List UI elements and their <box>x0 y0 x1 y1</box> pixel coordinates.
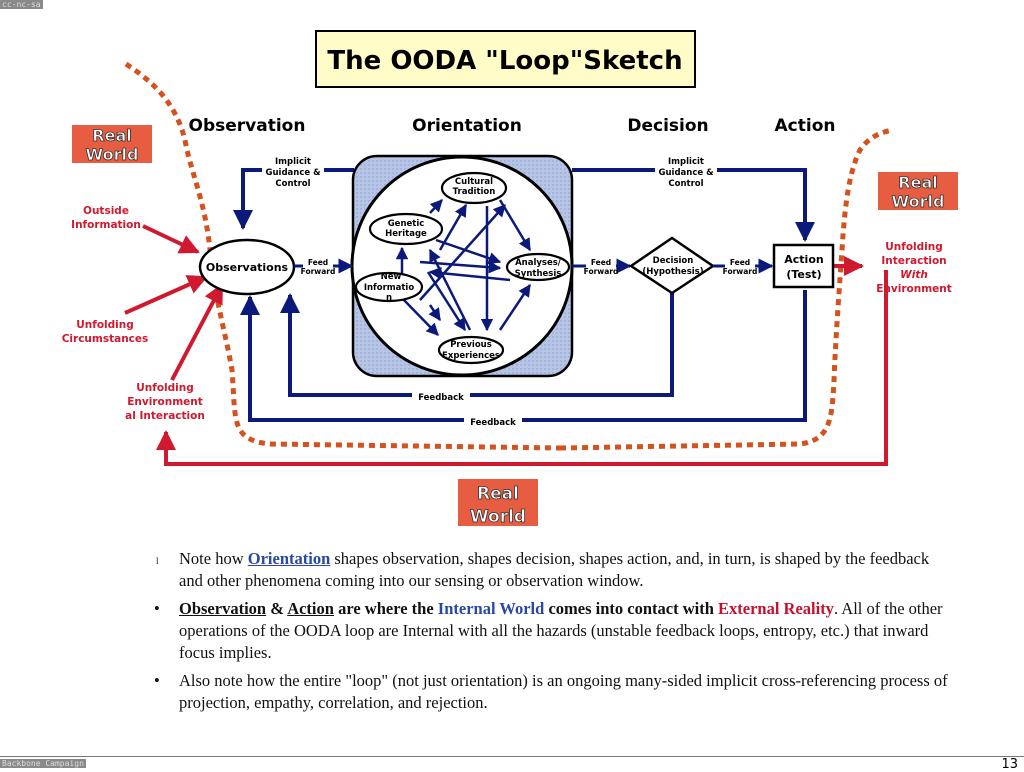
svg-text:Environment: Environment <box>876 283 952 295</box>
svg-text:Unfolding: Unfolding <box>136 382 194 394</box>
outside-information-label: Outside Information <box>71 205 141 231</box>
svg-text:Real: Real <box>92 126 131 145</box>
ooda-diagram: The OODA "Loop"Sketch Observation Orient… <box>62 30 958 527</box>
note-bullet: • <box>154 671 160 690</box>
svg-text:Guidance &: Guidance & <box>266 168 322 178</box>
svg-text:Forward: Forward <box>723 267 758 276</box>
orientation-link[interactable]: Orientation <box>247 549 331 568</box>
diagram-title: The OODA "Loop"Sketch <box>327 46 682 76</box>
footer-rule <box>0 756 1024 757</box>
note-bullet: l <box>156 556 159 566</box>
feedback-inner-label: Feedback <box>412 390 470 403</box>
svg-text:Observations: Observations <box>206 261 289 274</box>
svg-text:Unfolding: Unfolding <box>76 319 134 331</box>
feedback-outer-label: Feedback <box>464 415 522 428</box>
svg-text:Genetic: Genetic <box>388 219 425 229</box>
svg-text:Cultural: Cultural <box>455 177 493 187</box>
svg-text:Information: Information <box>71 219 141 231</box>
svg-text:al Interaction: al Interaction <box>125 410 205 422</box>
unfolding-circumstances-label: Unfolding Circumstances <box>62 319 149 345</box>
svg-text:Feedback: Feedback <box>470 418 516 428</box>
svg-text:Real: Real <box>898 173 937 192</box>
svg-text:n: n <box>386 293 392 303</box>
note-cross-referencing: •Also note how the entire "loop" (not ju… <box>154 671 948 712</box>
real-world-badge-left: Real World <box>72 125 152 164</box>
corner-tag: cc-nc-sa <box>0 0 43 9</box>
real-world-badge-bottom: Real World <box>458 479 538 527</box>
svg-text:Guidance &: Guidance & <box>659 168 715 178</box>
svg-text:Unfolding: Unfolding <box>885 241 943 253</box>
node-analyses-synthesis: Analyses/ Synthesis <box>505 252 571 282</box>
svg-text:Implicit: Implicit <box>668 157 704 167</box>
unfolding-environmental-interaction-arrow <box>170 283 224 381</box>
page-number: 13 <box>1001 757 1018 772</box>
svg-text:Forward: Forward <box>301 267 336 276</box>
outside-information-arrow <box>142 224 200 254</box>
svg-text:Implicit: Implicit <box>275 157 311 167</box>
real-world-badge-right: Real World <box>878 172 958 211</box>
note-bullet: • <box>154 599 160 618</box>
implicit-guidance-left-label: Implicit Guidance & Control <box>262 154 324 190</box>
implicit-guidance-right-label: Implicit Guidance & Control <box>655 154 717 190</box>
svg-text:Action: Action <box>784 253 823 266</box>
phase-orientation: Orientation <box>412 116 522 136</box>
svg-text:Feedback: Feedback <box>418 393 464 403</box>
svg-text:Circumstances: Circumstances <box>62 333 149 345</box>
feed-forward-label-1: Feed Forward <box>301 257 336 276</box>
svg-text:Experiences: Experiences <box>442 351 500 361</box>
unfolding-interaction-label: Unfolding Interaction With Environment <box>876 241 952 295</box>
svg-text:World: World <box>892 192 945 211</box>
svg-text:Tradition: Tradition <box>453 187 496 197</box>
svg-text:Heritage: Heritage <box>385 229 427 239</box>
phase-decision: Decision <box>627 116 708 136</box>
footer-tag: Backbone Campaign <box>0 759 86 768</box>
node-observations: Observations <box>198 238 296 296</box>
feedback-inner-line <box>280 292 674 397</box>
svg-text:Interaction: Interaction <box>881 255 946 267</box>
svg-text:Outside: Outside <box>83 205 129 217</box>
node-new-information: New Informatio n <box>354 271 424 303</box>
svg-text:World: World <box>86 145 139 164</box>
svg-text:Control: Control <box>668 179 703 189</box>
svg-text:Decision: Decision <box>653 256 694 266</box>
unfolding-environmental-interaction-label: Unfolding Environment al Interaction <box>125 382 205 422</box>
node-cultural-tradition: Cultural Tradition <box>440 171 508 205</box>
svg-text:Control: Control <box>275 179 310 189</box>
svg-text:(Test): (Test) <box>786 268 821 281</box>
svg-text:Feed: Feed <box>730 258 750 267</box>
orientation-interconnections <box>395 199 532 336</box>
unfolding-circumstances-arrow <box>124 275 208 315</box>
node-decision: Decision (Hypothesis) <box>628 236 716 295</box>
phase-observation: Observation <box>189 116 306 136</box>
svg-text:Synthesis: Synthesis <box>515 269 562 279</box>
svg-text:Real: Real <box>477 484 519 504</box>
svg-text:Analyses/: Analyses/ <box>515 258 562 268</box>
note-observation-action: •Observation & Action are where the Inte… <box>154 599 943 662</box>
phase-action: Action <box>775 116 836 136</box>
node-action: Action (Test) <box>772 243 835 289</box>
svg-text:Feed: Feed <box>591 258 611 267</box>
environment-return-loop <box>156 270 888 466</box>
node-genetic-heritage: Genetic Heritage <box>368 212 444 246</box>
svg-text:With: With <box>900 269 928 281</box>
svg-text:World: World <box>470 507 526 527</box>
feedback-outer-line <box>240 290 807 422</box>
title-box <box>315 30 696 88</box>
svg-text:New: New <box>381 272 402 282</box>
feed-forward-label-2: Feed Forward <box>584 257 619 276</box>
svg-text:Forward: Forward <box>584 267 619 276</box>
svg-text:Environment: Environment <box>127 396 203 408</box>
svg-text:Feed: Feed <box>308 258 328 267</box>
svg-text:(Hypothesis): (Hypothesis) <box>642 267 703 277</box>
svg-text:Informatio: Informatio <box>364 283 415 293</box>
real-world-boundary-right <box>559 127 894 451</box>
implicit-guidance-right-line <box>572 168 815 242</box>
svg-text:Previous: Previous <box>450 340 492 350</box>
feed-forward-label-3: Feed Forward <box>723 257 758 276</box>
node-previous-experiences: Previous Experiences <box>437 335 505 365</box>
